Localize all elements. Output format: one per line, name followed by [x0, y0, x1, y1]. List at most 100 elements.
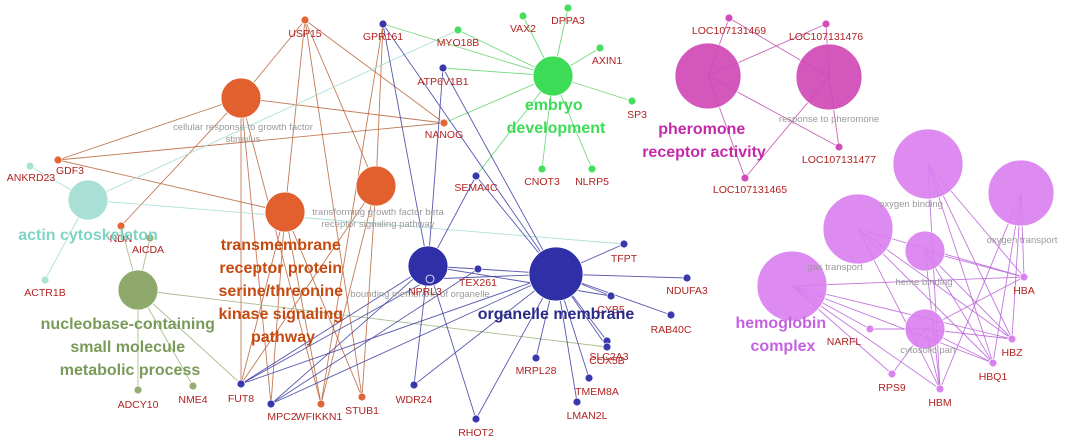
term-node-t-org-b[interactable]: [528, 246, 584, 302]
gene-label-tmem8a: TMEM8A: [575, 386, 619, 398]
gene-node-ndufa3[interactable]: [682, 273, 692, 283]
gene-label-loc107131476: LOC107131476: [789, 31, 863, 43]
gene-node-cox5b[interactable]: [602, 342, 612, 352]
gene-node-nprl3[interactable]: [425, 274, 435, 284]
gene-node-sp3[interactable]: [627, 96, 637, 106]
gene-node-hba[interactable]: [1019, 272, 1029, 282]
gene-label-hba: HBA: [1013, 285, 1035, 297]
gene-label-narfl: NARFL: [827, 336, 862, 348]
gene-label-gpr161: GPR161: [363, 31, 403, 43]
gene-node-usp15[interactable]: [300, 15, 310, 25]
gene-node-aicda[interactable]: [145, 233, 155, 243]
gene-node-rab40c[interactable]: [666, 310, 676, 320]
cluster-pheromone-label: pheromone receptor activity: [642, 121, 766, 161]
gene-node-atp6v1b1[interactable]: [438, 63, 448, 73]
term-node-t-embryo[interactable]: [532, 55, 574, 97]
gene-node-ndn[interactable]: [116, 221, 126, 231]
term-node-t-actin[interactable]: [67, 179, 109, 221]
cluster-actin-cytoskeleton-label: actin cytoskeleton: [18, 227, 158, 244]
gene-node-mpc2[interactable]: [266, 399, 276, 409]
term-heme-binding-label: heme binding: [895, 277, 952, 288]
gene-label-wfikkn1: WFIKKN1: [296, 411, 343, 423]
gene-node-cnot3[interactable]: [537, 164, 547, 174]
gene-node-hbm[interactable]: [935, 384, 945, 394]
gene-node-gdf3[interactable]: [53, 155, 63, 165]
term-bounding-membrane-label: bounding membrane of organelle: [350, 289, 489, 300]
gene-node-gpr161[interactable]: [378, 19, 388, 29]
term-node-t-cyto[interactable]: [756, 250, 828, 322]
gene-node-hbq1[interactable]: [988, 358, 998, 368]
gene-node-nanog[interactable]: [439, 118, 449, 128]
gene-label-rhot2: RHOT2: [458, 427, 494, 439]
edge-usp15-nanog: [304, 19, 445, 124]
gene-node-wfikkn1[interactable]: [316, 399, 326, 409]
gene-label-sema4c: SEMA4C: [454, 182, 498, 194]
cluster-embryo-development-label: embryo development: [507, 97, 606, 137]
edge-t-org-b-wdr24: [413, 273, 557, 386]
gene-node-axin1[interactable]: [595, 43, 605, 53]
gene-label-atp6v1b1: ATP6V1B1: [417, 76, 468, 88]
gene-node-actr1b[interactable]: [40, 275, 50, 285]
gene-node-dppa3[interactable]: [563, 3, 573, 13]
term-node-t-nucleo[interactable]: [117, 269, 159, 311]
gene-label-myo18b: MYO18B: [437, 37, 480, 49]
term-node-t-tgfb-a[interactable]: [264, 191, 306, 233]
term-node-t-org-a[interactable]: [407, 245, 449, 287]
gene-node-mrpl28[interactable]: [531, 353, 541, 363]
gene-node-adcy10[interactable]: [133, 385, 143, 395]
gene-node-rhot2[interactable]: [471, 414, 481, 424]
edge-t-tgfb-a-wfikkn1: [284, 211, 322, 405]
gene-node-wdr24[interactable]: [409, 380, 419, 390]
node-layer: [25, 3, 1055, 424]
edge-t-cellular-mpc2: [240, 97, 272, 405]
term-node-t-oxb[interactable]: [892, 128, 964, 200]
gene-node-tmem8a[interactable]: [584, 373, 594, 383]
gene-node-narfl[interactable]: [865, 324, 875, 334]
term-node-t-oxt[interactable]: [987, 159, 1055, 227]
gene-node-ankrd23[interactable]: [25, 161, 35, 171]
gene-node-rps9[interactable]: [887, 369, 897, 379]
gene-node-vax2[interactable]: [518, 11, 528, 21]
gene-node-l477[interactable]: [834, 142, 844, 152]
edge-t-org-a-atp6v1b1: [427, 67, 444, 267]
edge-t-oxt-hbm: [939, 192, 1022, 390]
gene-node-tfpt[interactable]: [619, 239, 629, 249]
gene-labels: USP15 GPR161 MYO18B VAX2 DPPA3 AXIN1 SP3…: [7, 15, 1035, 439]
gene-node-tex261[interactable]: [473, 264, 483, 274]
gene-node-stub1[interactable]: [357, 392, 367, 402]
edge-t-tgfb-b-wfikkn1: [320, 185, 377, 405]
edge-t-org-a-rhot2: [427, 265, 477, 420]
edge-t-tgfb-b-gpr161: [375, 23, 384, 187]
gene-node-myo18b[interactable]: [453, 25, 463, 35]
edge-layer: [29, 7, 1025, 420]
term-node-t-gas[interactable]: [822, 193, 894, 265]
edge-t-tgfb-a-mpc2: [270, 211, 286, 405]
term-node-t-tgfb-b[interactable]: [355, 165, 397, 207]
gene-label-nlrp5: NLRP5: [575, 176, 609, 188]
gene-node-nme4[interactable]: [188, 381, 198, 391]
gene-node-hbz[interactable]: [1007, 334, 1017, 344]
cluster-organelle-membrane-label: organelle membrane: [478, 306, 635, 323]
gene-label-stub1: STUB1: [345, 405, 379, 417]
term-node-t-cyt2[interactable]: [904, 308, 946, 350]
gene-node-cyb5[interactable]: [606, 291, 616, 301]
term-node-t-ph-a[interactable]: [674, 42, 742, 110]
edge-t-org-b-mpc2: [270, 273, 557, 405]
gene-node-sema4c[interactable]: [471, 171, 481, 181]
gene-node-l469[interactable]: [724, 13, 734, 23]
gene-node-lman2l[interactable]: [572, 397, 582, 407]
term-node-t-ph-b[interactable]: [795, 43, 863, 111]
term-node-t-heme[interactable]: [904, 230, 946, 272]
edge-t-org-a-fut8: [240, 265, 429, 385]
term-node-t-cellular[interactable]: [220, 77, 262, 119]
gene-node-l465[interactable]: [740, 173, 750, 183]
edge-t-embryo-sema4c: [475, 75, 554, 177]
gene-label-gdf3: GDF3: [56, 165, 84, 177]
edge-t-actin-myo18b: [87, 29, 459, 201]
gene-label-axin1: AXIN1: [592, 55, 623, 67]
gene-node-l476[interactable]: [821, 19, 831, 29]
gene-node-nlrp5[interactable]: [587, 164, 597, 174]
gene-node-fut8[interactable]: [236, 379, 246, 389]
gene-label-adcy10: ADCY10: [118, 399, 159, 411]
